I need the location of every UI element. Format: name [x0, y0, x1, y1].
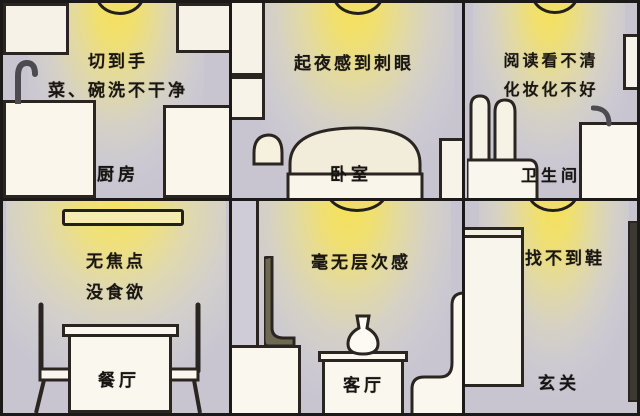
bedroom-bed [252, 126, 424, 198]
entryway-shoe-cabinet-top-rail [465, 227, 524, 238]
entryway-caption: 找不到鞋 [491, 245, 637, 274]
dining-caption-line-1: 无焦点 [86, 252, 146, 272]
kitchen-caption-line-1: 切到手 [88, 52, 148, 72]
dining-chair-left [34, 302, 76, 413]
dining-table-top [62, 324, 179, 337]
living-caption-line-1: 毫无层次感 [311, 253, 411, 273]
kitchen-caption: 切到手 菜、碗洗不干净 [18, 48, 218, 106]
dining-caption-line-2: 没食欲 [86, 283, 146, 303]
kitchen-upper-cabinet-right [176, 3, 229, 53]
bathroom-room-label: 卫生间 [520, 166, 581, 185]
bathroom-faucet-icon [591, 105, 612, 127]
bedroom-room-label: 卧室 [330, 165, 372, 185]
entryway-room-label: 玄关 [538, 374, 580, 394]
bathroom-caption-line-2: 化妆化不好 [503, 80, 599, 99]
kitchen-room-label: 厨房 [97, 165, 139, 185]
panel-bedroom: 起夜感到刺眼 卧室 [232, 0, 465, 201]
panel-dining-room: 无焦点 没食欲 餐厅 [0, 201, 232, 416]
panel-bathroom: 阅读看不清 化妆化不好 卫生间 [465, 0, 640, 201]
living-sofa [410, 291, 462, 413]
kitchen-base-cabinet-right [163, 105, 229, 198]
living-room-label: 客厅 [343, 376, 385, 396]
dining-caption: 无焦点 没食欲 [36, 247, 196, 309]
bathroom-caption-line-1: 阅读看不清 [503, 51, 599, 70]
living-caption: 毫无层次感 [266, 249, 456, 278]
bedroom-nightstand [439, 138, 462, 198]
dining-ceiling-tube-lamp [62, 209, 184, 226]
panel-kitchen: 切到手 菜、碗洗不干净 厨房 [0, 0, 232, 201]
panel-entryway: 找不到鞋 玄关 [465, 201, 640, 416]
living-vase [346, 314, 380, 356]
dining-room-label: 餐厅 [98, 371, 140, 391]
bedroom-caption: 起夜感到刺眼 [258, 50, 450, 79]
living-tv-cabinet [232, 345, 301, 413]
entryway-door-frame [628, 221, 637, 402]
kitchen-caption-line-2: 菜、碗洗不干净 [48, 81, 188, 101]
bedroom-caption-line-1: 起夜感到刺眼 [294, 54, 414, 74]
entryway-caption-line-1: 找不到鞋 [525, 249, 605, 269]
panel-living-room: 毫无层次感 客厅 [232, 201, 465, 416]
bathroom-caption: 阅读看不清 化妆化不好 [469, 46, 633, 104]
